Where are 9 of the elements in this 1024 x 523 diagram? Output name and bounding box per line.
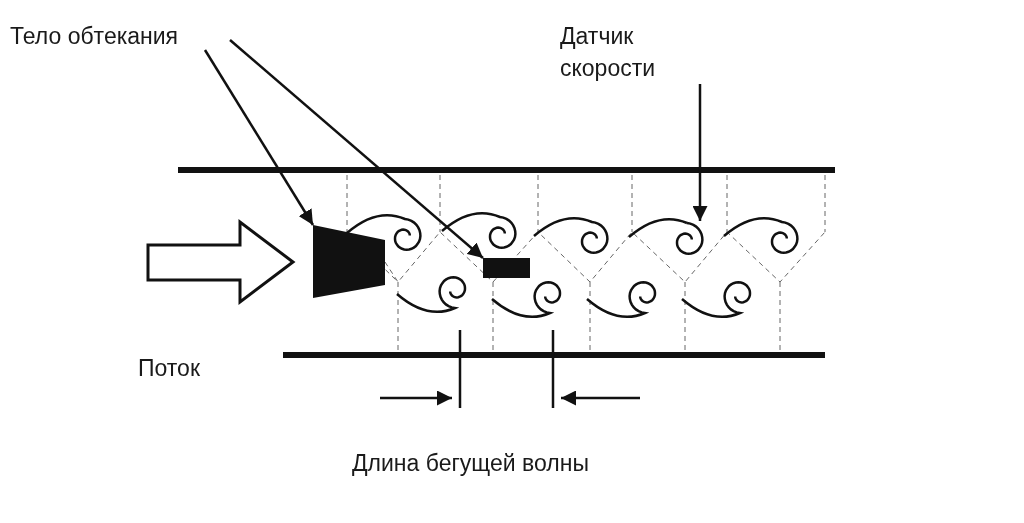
bluff-body bbox=[313, 225, 385, 298]
label-text: Длина бегущей волны bbox=[352, 449, 589, 478]
leader-arrow bbox=[229, 39, 484, 259]
leader-arrow bbox=[203, 49, 315, 226]
callout-text: Датчик скорости bbox=[560, 20, 700, 84]
leader-arrow bbox=[692, 84, 708, 221]
label-text: Поток bbox=[138, 354, 200, 383]
callout-text: Тело обтекания bbox=[10, 20, 230, 52]
velocity-sensor bbox=[483, 258, 530, 278]
